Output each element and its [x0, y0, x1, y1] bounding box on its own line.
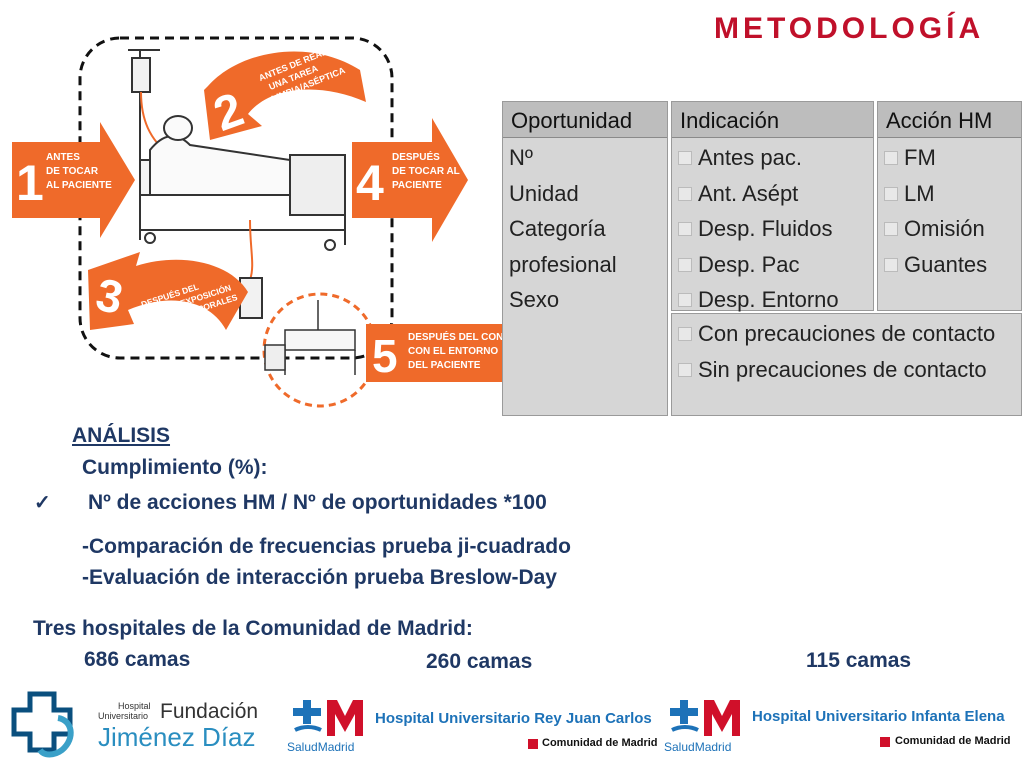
accion-option[interactable]: Guantes [884, 247, 987, 283]
rey-juan-carlos-name: Hospital Universitario Rey Juan Carlos [375, 710, 652, 727]
indicacion-option[interactable]: Ant. Asépt [678, 176, 839, 212]
indicacion-option[interactable]: Desp. Fluidos [678, 211, 839, 247]
list-item: Unidad [509, 180, 579, 206]
checkbox-icon [678, 151, 692, 165]
salud-madrid-logo-icon-2 [670, 700, 740, 736]
checkbox-icon [884, 257, 898, 272]
accion-option[interactable]: Omisión [884, 211, 987, 247]
checkbox-icon [678, 327, 692, 341]
accion-list: FM LM Omisión Guantes [884, 140, 987, 282]
checkbox-icon [884, 222, 898, 236]
beds-fjd: 686 camas [84, 648, 191, 671]
checkbox-icon [884, 151, 898, 165]
infanta-elena-name: Hospital Universitario Infanta Elena [752, 708, 1005, 725]
moment-1-arrow: 1 ANTES DE TOCAR AL PACIENTE [12, 122, 135, 238]
moment-5-label: DESPUÉS DEL CON CON EL ENTORNO DEL PACIE… [408, 330, 506, 371]
indicacion-list: Antes pac. Ant. Asépt Desp. Fluidos Desp… [678, 140, 839, 318]
oportunidad-column: Oportunidad Nº Unidad Categoría profesio… [502, 101, 668, 416]
moment-4-label: DESPUÉS DE TOCAR AL PACIENTE [392, 150, 462, 191]
check-icon: ✓ [34, 492, 51, 514]
accion-option[interactable]: LM [884, 176, 987, 212]
fjd-logo-icon [11, 691, 74, 758]
checkbox-icon [678, 222, 692, 236]
list-item: Nº [509, 145, 533, 170]
svg-text:1: 1 [16, 155, 44, 211]
five-moments-illustration: 1 ANTES DE TOCAR AL PACIENTE 4 DESPUÉS D… [12, 36, 510, 408]
comunidad-flag-icon [528, 739, 538, 749]
moment-5-arrow: 5 DESPUÉS DEL CON CON EL ENTORNO DEL PAC… [366, 324, 510, 382]
page-title: METODOLOGÍA [714, 12, 985, 45]
cumplimiento-label: Cumplimiento (%): [82, 456, 268, 479]
precaucion-option[interactable]: Sin precauciones de contacto [678, 352, 995, 388]
salud-madrid-text-1: SaludMadrid [287, 740, 355, 754]
indicacion-option[interactable]: Desp. Pac [678, 247, 839, 283]
oportunidad-list: Nº Unidad Categoría profesional Sexo [509, 140, 617, 318]
accion-header: Acción HM [878, 102, 1021, 138]
accion-column: Acción HM FM LM Omisión Guantes [877, 101, 1022, 311]
beds-infanta-elena: 115 camas [806, 649, 912, 672]
precaucion-option[interactable]: Con precauciones de contacto [678, 316, 995, 352]
accion-option[interactable]: FM [884, 140, 987, 176]
moment-4-arrow: 4 DESPUÉS DE TOCAR AL PACIENTE [352, 118, 468, 242]
salud-madrid-text-2: SaludMadrid [664, 740, 732, 754]
analysis-heading: ANÁLISIS [72, 424, 171, 447]
checkbox-icon [678, 362, 692, 377]
svg-text:5: 5 [372, 330, 398, 382]
checkbox-icon [678, 293, 692, 307]
indicacion-option[interactable]: Desp. Entorno [678, 282, 839, 318]
moment-3-arrow: 3 DESPUÉS DEL RIESGO DE EXPOSICIÓN A LÍQ… [88, 252, 248, 336]
checkbox-icon [678, 186, 692, 201]
comunidad-flag-icon-2 [880, 737, 890, 747]
indicacion-column: Indicación Antes pac. Ant. Asépt Desp. F… [671, 101, 874, 312]
fjd-hospital-text: Hospital [118, 701, 151, 711]
precauciones-cell: Con precauciones de contacto Sin precauc… [671, 313, 1022, 416]
formula-text: Nº de acciones HM / Nº de oportunidades … [88, 491, 547, 514]
hospitals-heading: Tres hospitales de la Comunidad de Madri… [33, 617, 473, 640]
moment-2-label: ANTES DE REALIZAR UNA TAREA LIMPIA/ASÉPT… [257, 38, 359, 105]
salud-madrid-logo-icon [293, 700, 363, 736]
bed-icon [128, 49, 346, 319]
beds-rey-juan-carlos: 260 camas [426, 650, 533, 673]
indicacion-header: Indicación [672, 102, 873, 138]
fjd-universitario-text: Universitario [98, 711, 149, 721]
svg-text:4: 4 [356, 155, 384, 211]
analysis-line-1: -Comparación de frecuencias prueba ji-cu… [82, 535, 571, 558]
fjd-name-text: Jiménez Díaz [98, 722, 256, 752]
checkbox-icon [884, 186, 898, 201]
list-item: Categoría [509, 216, 606, 241]
list-item: profesional [509, 251, 617, 277]
oportunidad-header: Oportunidad [503, 102, 667, 138]
checkbox-icon [678, 257, 692, 272]
analysis-line-2: -Evaluación de interacción prueba Breslo… [82, 566, 557, 589]
moment-1-label: ANTES DE TOCAR AL PACIENTE [46, 152, 112, 191]
precauciones-list: Con precauciones de contacto Sin precauc… [678, 316, 995, 387]
list-item: Sexo [509, 287, 560, 312]
moment-2-arrow: 2 ANTES DE REALIZAR UNA TAREA LIMPIA/ASÉ… [204, 38, 366, 142]
comunidad-text-2: Comunidad de Madrid [895, 735, 1011, 747]
fjd-fundacion-text: Fundación [160, 700, 259, 723]
indicacion-option[interactable]: Antes pac. [678, 140, 839, 176]
comunidad-text-1: Comunidad de Madrid [542, 737, 658, 749]
